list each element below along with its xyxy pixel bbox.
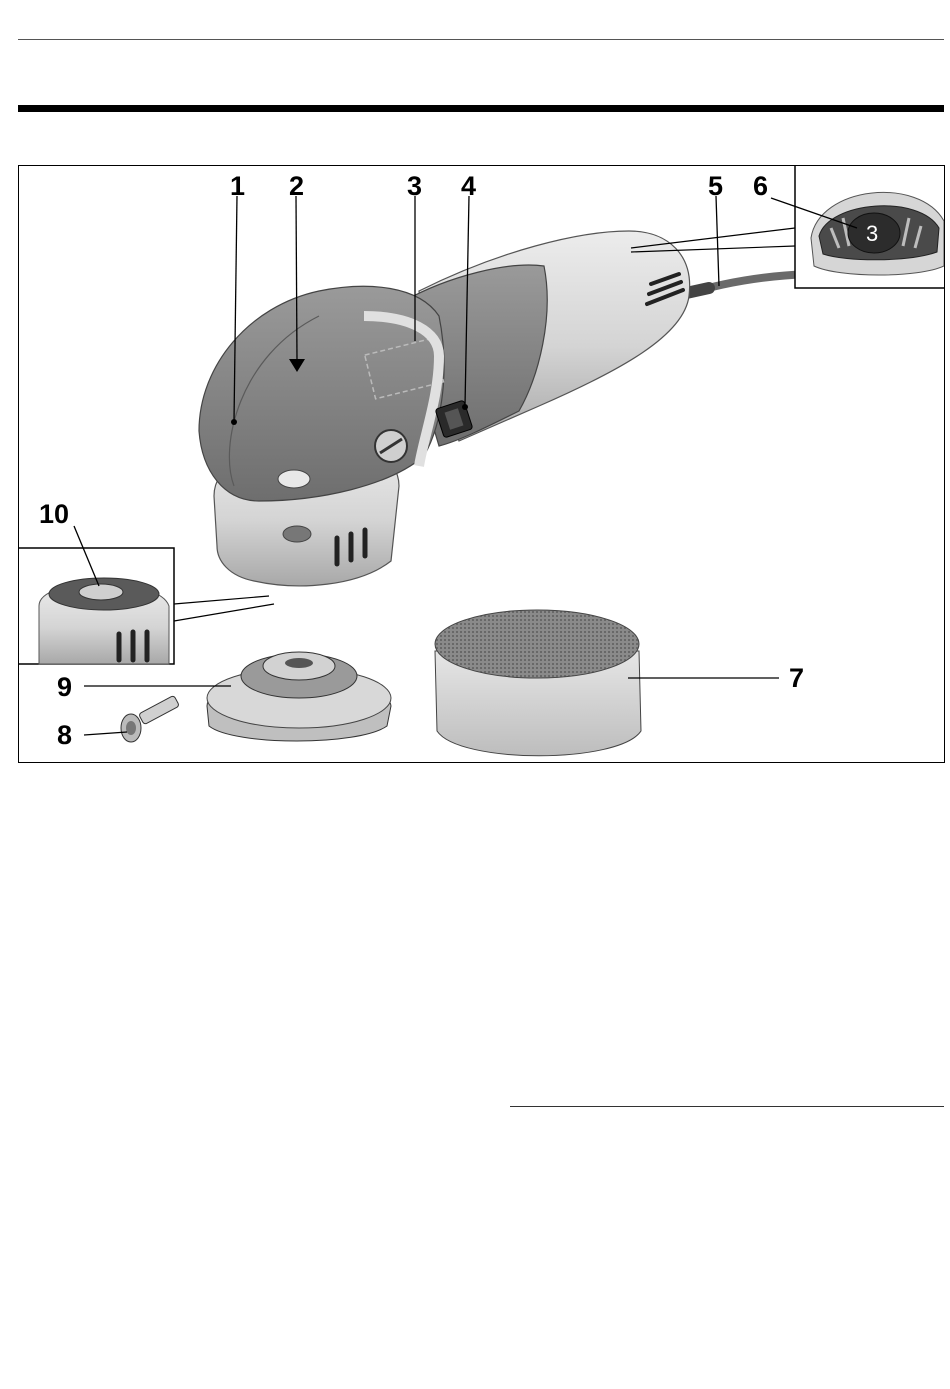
speed-dial-number: 3 (866, 221, 878, 246)
callout-4: 4 (461, 171, 476, 201)
head-lower-oval (283, 526, 311, 542)
speed-dial-inset: 3 (795, 166, 945, 288)
callout-2: 2 (289, 171, 304, 201)
callout-1: 1 (230, 171, 245, 201)
callout-7: 7 (789, 663, 804, 693)
callout-10: 10 (39, 499, 69, 529)
callout-3: 3 (407, 171, 422, 201)
callout-6: 6 (753, 171, 768, 201)
callout-5: 5 (708, 171, 723, 201)
header-rule-thick (18, 105, 944, 112)
header-rule-thin (18, 39, 944, 40)
tool-illustration-figure: 3 (18, 165, 945, 763)
callout-9: 9 (57, 672, 72, 702)
fixing-screw (121, 695, 179, 742)
spindle-detail-inset (19, 548, 174, 664)
head-cover-oval (278, 470, 310, 488)
polishing-sponge (435, 610, 641, 756)
backing-pad (207, 652, 391, 741)
polisher-illustration: 3 (19, 166, 945, 763)
section-rule-short (510, 1106, 944, 1107)
callout-8: 8 (57, 720, 72, 750)
